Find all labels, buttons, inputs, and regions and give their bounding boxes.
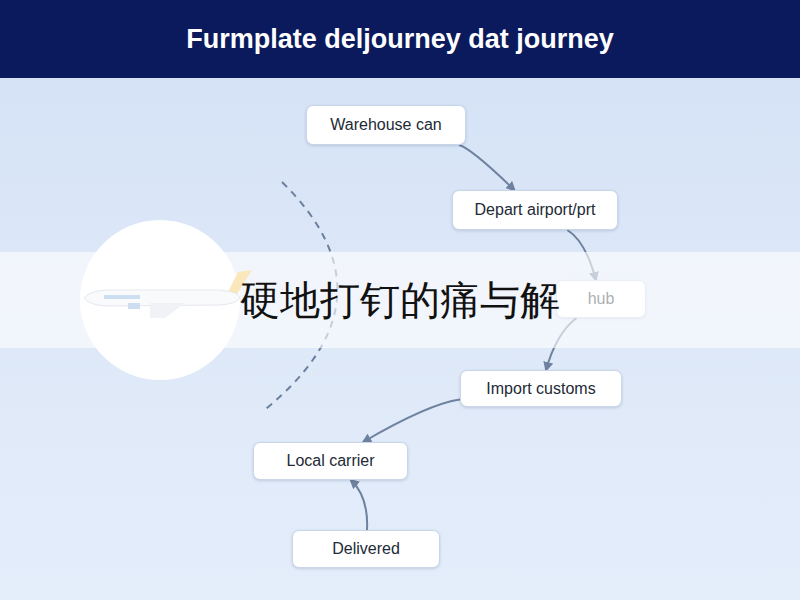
flow-arrow [351, 480, 367, 530]
box-label: Depart airport/prt [475, 201, 596, 219]
title-bar: Furmplate deljourney dat journey [0, 0, 800, 78]
watermark-band: 硬地打钉的痛与解 [0, 252, 800, 348]
process-box: Depart airport/prt [452, 190, 618, 230]
box-label: Delivered [332, 540, 400, 558]
flow-arrow [459, 145, 514, 190]
flow-arrow [363, 400, 460, 442]
box-label: Local carrier [286, 452, 374, 470]
process-box: Import customs [460, 370, 622, 407]
diagram-title: Furmplate deljourney dat journey [186, 24, 614, 55]
box-label: Import customs [486, 380, 595, 398]
watermark-text: 硬地打钉的痛与解 [240, 273, 560, 328]
box-label: Warehouse can [330, 116, 441, 134]
process-box: Warehouse can [306, 105, 466, 145]
process-box: Local carrier [253, 442, 408, 480]
process-box: Delivered [292, 530, 440, 568]
